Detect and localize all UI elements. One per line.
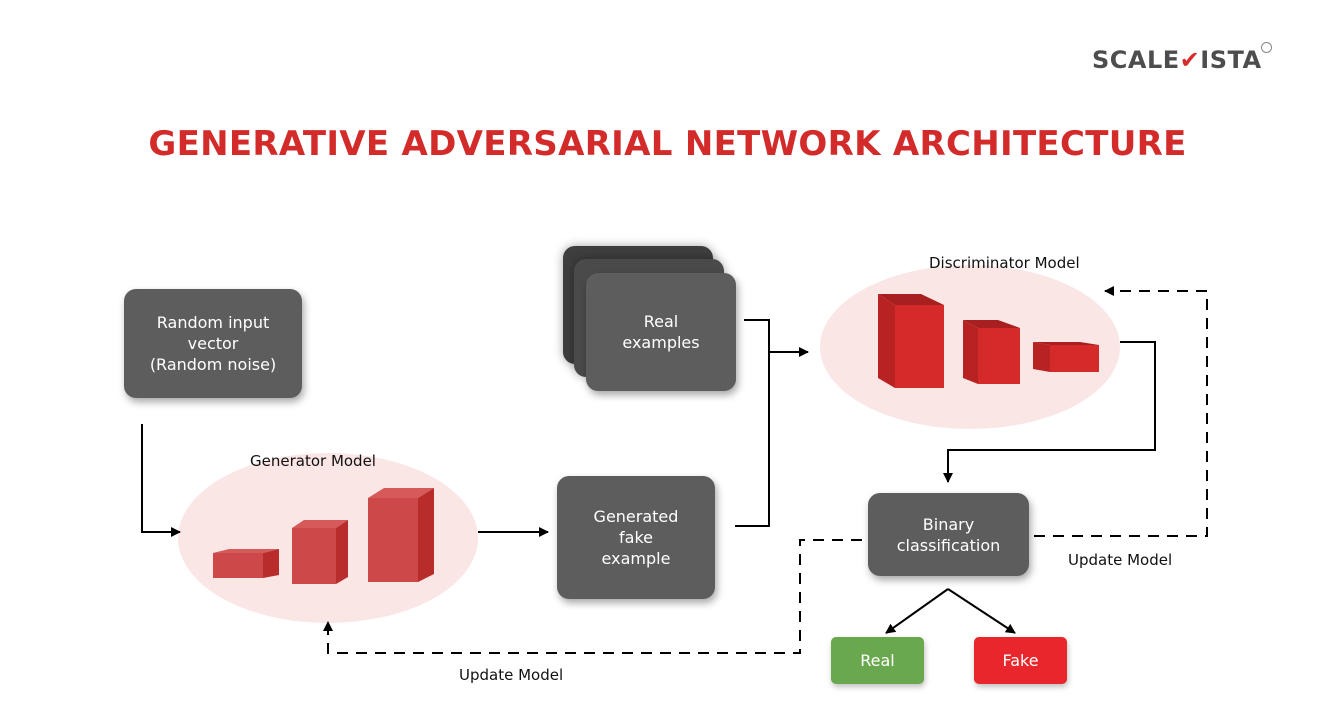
result-real: Real — [831, 637, 924, 684]
logo-text-ista: ISTA — [1200, 46, 1262, 74]
generator-model-label: Generator Model — [250, 452, 376, 470]
real-examples-box: Real examples — [586, 273, 736, 391]
discriminator-model-label: Discriminator Model — [929, 254, 1080, 272]
arrow-noise-to-generator — [141, 424, 181, 537]
discriminator-block-small — [1033, 342, 1099, 372]
trademark-icon — [1260, 42, 1272, 53]
update-model-label-discriminator: Update Model — [1068, 551, 1173, 569]
arrow-to-real — [885, 588, 949, 634]
connector-real-examples — [735, 319, 770, 527]
update-loop-generator — [323, 539, 862, 654]
arrow-discriminator-to-classification — [943, 341, 1156, 483]
generator-block-large — [368, 488, 434, 582]
logo-text-scale: SCALE — [1092, 46, 1180, 74]
update-model-label-generator: Update Model — [459, 666, 564, 684]
arrow-to-fake — [947, 588, 1016, 634]
logo-mark-icon: ✔ — [1179, 46, 1201, 74]
discriminator-block-large — [878, 294, 944, 388]
random-input-box: Random input vector (Random noise) — [124, 289, 302, 398]
page-title: GENERATIVE ADVERSARIAL NETWORK ARCHITECT… — [148, 124, 1187, 164]
result-fake: Fake — [974, 637, 1067, 684]
scalevista-logo: SCALE✔ISTA — [1092, 42, 1272, 74]
generated-fake-box: Generated fake example — [557, 476, 715, 599]
update-loop-discriminator — [1034, 286, 1208, 537]
generator-block-small — [213, 549, 279, 578]
discriminator-block-medium — [963, 320, 1020, 384]
binary-classification-box: Binary classification — [868, 493, 1029, 576]
generator-block-medium — [292, 520, 348, 584]
